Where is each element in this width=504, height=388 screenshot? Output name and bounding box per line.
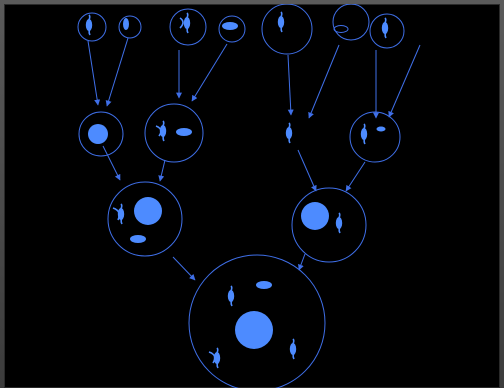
cell-lower-2 [291,187,367,263]
oval-shape [376,126,386,132]
cell-top-7 [369,13,405,49]
cell-middle-2 [144,103,204,163]
cell-top-6 [332,4,370,41]
oval-shape [176,128,192,136]
oval-shape [333,25,349,33]
squiggle-shape [85,14,93,36]
oval-shape [222,22,238,30]
cell-top-3 [169,8,207,46]
cell-top-1 [77,12,107,42]
cell-middle-4 [349,111,401,163]
cell-top-5 [261,4,313,55]
cell-bottom [188,254,326,388]
oval-shape [130,235,146,243]
circle-shape [88,124,108,144]
cell-middle-3 [284,122,294,144]
cell-top-4 [218,15,246,43]
oval-shape [256,281,272,289]
cell-middle-1 [78,111,124,157]
circle-shape [235,311,273,349]
circle-shape [134,197,162,225]
circle-shape [301,202,329,230]
oval-shape [123,18,129,30]
cell-top-2 [118,15,142,39]
cell-lower-1 [107,181,183,257]
diagram-canvas [4,4,500,388]
cell-fusion-diagram [77,4,421,388]
